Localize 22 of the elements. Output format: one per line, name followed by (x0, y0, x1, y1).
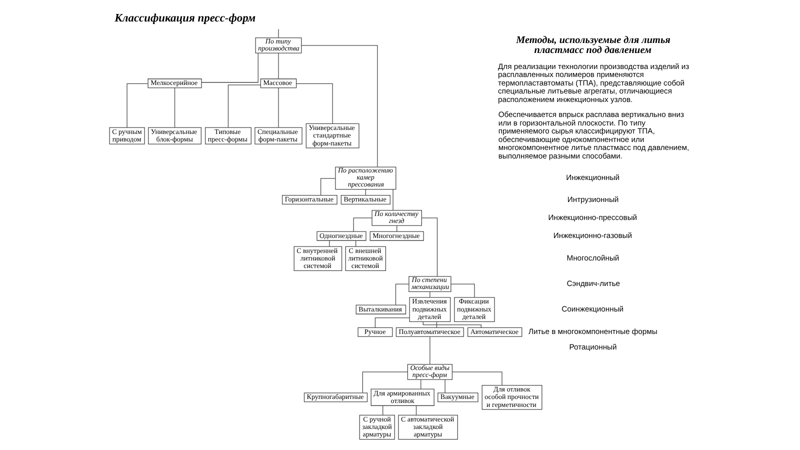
connector (394, 284, 409, 306)
connector (415, 405, 416, 416)
connector (174, 87, 175, 128)
connector (429, 292, 430, 298)
connector (362, 372, 408, 393)
connector (429, 336, 430, 364)
connector (300, 45, 378, 168)
diagram-title: Классификация пресс-форм (114, 12, 256, 25)
connector (200, 52, 258, 83)
connector (420, 379, 421, 390)
connector (420, 218, 438, 277)
connector (352, 218, 372, 232)
connector (452, 372, 502, 386)
label: Методы, используемые для литья пластмасс под давлением (516, 34, 670, 56)
connector (450, 284, 474, 298)
connector (296, 83, 332, 124)
connector (382, 405, 383, 416)
connector (392, 189, 393, 210)
connector (444, 379, 445, 394)
connector (126, 83, 148, 128)
connector (320, 178, 336, 196)
connector (227, 84, 260, 128)
